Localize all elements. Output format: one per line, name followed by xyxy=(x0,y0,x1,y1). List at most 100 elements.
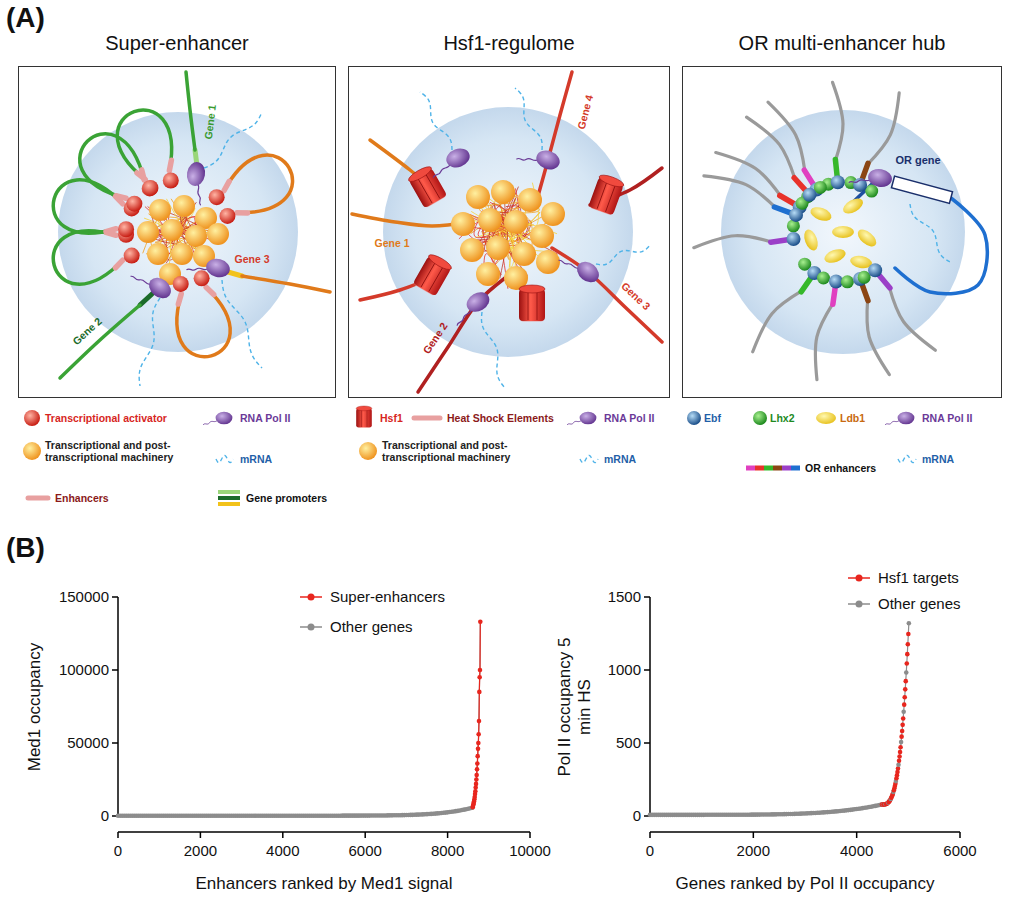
data-point xyxy=(901,716,906,721)
dna-strand xyxy=(186,72,195,150)
data-point xyxy=(478,668,483,673)
data-point xyxy=(900,729,905,734)
pol-ii-body xyxy=(216,412,233,425)
chromatin-loop xyxy=(177,287,230,357)
pol-ii-tail xyxy=(194,183,205,205)
tick-label: 6000 xyxy=(943,842,976,859)
legend-text: Hsf1 targets xyxy=(878,569,959,586)
dna-strand xyxy=(60,305,140,378)
pol-ii-tail xyxy=(559,255,580,274)
transcriptional-activator xyxy=(219,208,235,224)
hsf1-cap xyxy=(407,164,434,184)
machinery-ball xyxy=(137,221,159,243)
data-point xyxy=(903,679,908,684)
transcriptional-activator xyxy=(209,189,225,205)
pol-ii-tail xyxy=(567,420,582,425)
machinery-ball xyxy=(149,199,171,221)
hsf1-groove xyxy=(537,290,538,320)
x-axis xyxy=(650,831,960,833)
gene-label: Gene 3 xyxy=(234,253,269,265)
legend-text: Other genes xyxy=(878,595,961,612)
legend-text: Enhancers xyxy=(55,492,109,504)
legend-symbol xyxy=(24,410,40,426)
mrna-strand xyxy=(420,92,452,150)
dna-strand xyxy=(538,72,572,196)
pol-ii-tail xyxy=(516,153,538,167)
legend-text: Heat Shock Elements xyxy=(447,412,554,424)
legend-symbol xyxy=(856,575,863,582)
hsf1-trimer xyxy=(356,406,372,428)
enhancer-segment xyxy=(137,173,145,180)
mrna-strand xyxy=(216,455,233,462)
pol-ii-tail xyxy=(186,263,208,275)
legend-symbol xyxy=(816,412,836,424)
lhx2 xyxy=(841,275,854,288)
legend-symbol xyxy=(764,466,773,471)
tick-label: 100000 xyxy=(59,661,109,678)
data-point xyxy=(906,642,911,647)
enhancer-segment xyxy=(178,294,181,304)
axis-tick xyxy=(856,832,858,838)
pol-ii-tail xyxy=(431,164,453,178)
chromatin-loop xyxy=(53,180,123,233)
tick-label: 8000 xyxy=(431,842,464,859)
axis-tick xyxy=(644,669,650,671)
hsf1-cap xyxy=(519,285,545,293)
legend-symbol xyxy=(308,594,315,601)
tick-label: 0 xyxy=(114,842,122,859)
ebf xyxy=(789,208,803,222)
rna-pol-ii xyxy=(567,412,596,425)
or-enhancer xyxy=(862,163,868,179)
legend-symbol xyxy=(753,411,767,425)
y-axis xyxy=(117,597,119,816)
rna-pol-ii xyxy=(516,141,562,173)
mrna-strand xyxy=(898,455,916,462)
pol-ii-tail xyxy=(131,271,152,290)
transcriptional-activator xyxy=(118,221,134,237)
machinery-ball xyxy=(161,219,183,241)
machinery-ball xyxy=(451,212,475,236)
gene-label: Gene 4 xyxy=(575,94,595,131)
machinery-ball xyxy=(541,202,565,226)
legend-text: OR enhancers xyxy=(805,462,876,474)
rna-pol-ii xyxy=(203,412,232,425)
axis-title: Med1 occupancy xyxy=(25,643,45,772)
rna-pol-ii xyxy=(427,145,473,177)
chromatin-loop xyxy=(80,134,144,198)
legend-text: mRNA xyxy=(604,453,636,465)
chromatin-strand xyxy=(704,176,775,208)
data-point xyxy=(899,740,904,745)
gene-promoter xyxy=(140,294,152,305)
legend-symbol xyxy=(28,496,48,501)
enhancer-segment xyxy=(224,181,229,190)
legend-symbol xyxy=(791,466,800,471)
legend-text: Super-enhancers xyxy=(330,588,445,605)
axis-tick xyxy=(753,832,755,838)
axis-title: Genes ranked by Pol II occupancy xyxy=(676,874,935,894)
pol-ii-body xyxy=(444,145,473,170)
transcriptional-activator xyxy=(124,248,140,264)
enhancer-segment xyxy=(115,260,122,268)
or-enhancer xyxy=(771,240,788,242)
axis-tick xyxy=(644,596,650,598)
or-gene-box xyxy=(891,176,952,203)
panel-box: OR multi-enhancer hub xyxy=(682,66,1002,398)
pol-ii-tail xyxy=(454,309,476,326)
tick-label: 0 xyxy=(101,807,109,824)
legend-symbol xyxy=(359,442,377,460)
pol-ii-body xyxy=(867,167,894,189)
tick-label: 50000 xyxy=(67,734,109,751)
legend-text: Transcriptional activator xyxy=(45,412,167,424)
mrna-strand xyxy=(515,88,542,150)
axis-tick xyxy=(644,742,650,744)
hsf1-body xyxy=(519,289,545,321)
tick-label: 4000 xyxy=(266,842,299,859)
chromatin-strand xyxy=(816,303,833,379)
chromatin-loop xyxy=(224,155,292,213)
data-point xyxy=(475,754,480,759)
pol-ii-body xyxy=(534,147,563,172)
machinery-ball xyxy=(147,243,169,265)
rna-pol-ii xyxy=(186,252,231,281)
or-enhancer xyxy=(804,170,813,184)
tick-label: 4000 xyxy=(840,842,873,859)
